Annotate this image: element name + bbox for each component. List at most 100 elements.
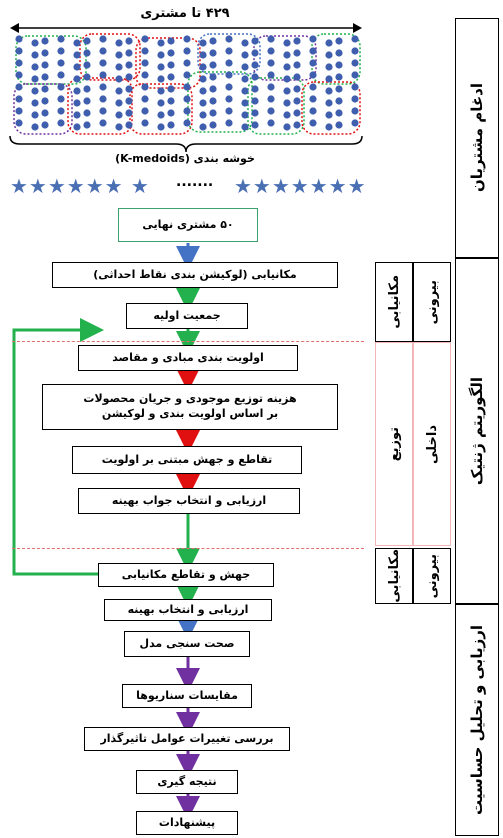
customer-dot <box>293 73 301 81</box>
customer-dot <box>309 83 317 91</box>
factor-changes-box: بررسی تغییرات عوامل تاثیرگذار <box>84 727 290 751</box>
customer-dot <box>183 35 191 43</box>
customer-dot <box>241 63 249 71</box>
customer-dot <box>41 85 49 93</box>
customer-clusters <box>12 32 362 138</box>
customer-dot <box>251 121 259 129</box>
customer-dot <box>57 59 65 67</box>
customer-dot <box>199 99 207 107</box>
customer-dot <box>267 35 275 43</box>
customer-dot <box>183 71 191 79</box>
customer-dot <box>167 73 175 81</box>
customer-dot <box>335 61 343 69</box>
customer-dot <box>157 51 165 59</box>
customer-dot <box>141 119 149 127</box>
cost-line1: هزینه توزیع موجودی و جریان محصولات <box>83 392 297 406</box>
customer-dot <box>141 59 149 67</box>
customer-dot <box>83 61 91 69</box>
customer-dot <box>209 37 217 45</box>
customer-dot <box>99 71 107 79</box>
customer-dot <box>267 107 275 115</box>
customer-dot <box>225 59 233 67</box>
location-box: مکانیابی (لوکیشن بندی نقاط احداثی) <box>52 262 338 288</box>
customer-dot <box>183 95 191 103</box>
customer-dot <box>31 123 39 131</box>
customer-dot <box>167 97 175 105</box>
customer-dot <box>183 107 191 115</box>
customer-dot <box>31 63 39 71</box>
customer-dot <box>73 123 81 131</box>
customer-dot <box>157 39 165 47</box>
customer-dot <box>41 49 49 57</box>
customer-dot <box>241 123 249 131</box>
customer-dot <box>57 107 65 115</box>
scenarios-box: مقایسات سناریوها <box>122 684 252 708</box>
customer-dot <box>15 95 23 103</box>
customer-dot <box>157 99 165 107</box>
customer-dot <box>31 75 39 83</box>
cluster-outline <box>67 77 133 135</box>
customer-dot <box>167 109 175 117</box>
customer-dot <box>141 107 149 115</box>
customer-dot <box>309 47 317 55</box>
customer-dot <box>115 39 123 47</box>
customer-dot <box>183 83 191 91</box>
customer-dot <box>31 39 39 47</box>
customer-dot <box>41 109 49 117</box>
customer-dot <box>241 111 249 119</box>
customer-dot <box>225 119 233 127</box>
customer-dot <box>351 95 359 103</box>
customer-dot <box>351 71 359 79</box>
customer-dot <box>283 87 291 95</box>
customer-dot <box>325 39 333 47</box>
customer-dot <box>73 99 81 107</box>
customer-dot <box>15 119 23 127</box>
customer-dot <box>199 111 207 119</box>
customer-dot <box>309 119 317 127</box>
customer-dot <box>283 111 291 119</box>
customer-dot <box>251 85 259 93</box>
mutation-location-box: جهش و تقاطع مکانیابی <box>98 563 274 587</box>
medoid-stars-right: ★★★★★★★ <box>234 174 367 198</box>
customer-dot <box>241 39 249 47</box>
evaluate-optimal-box: ارزیابی و انتخاب بهینه <box>104 599 272 621</box>
customer-dot <box>57 95 65 103</box>
locating-label-2: مکانیابی <box>375 548 413 604</box>
customer-dot <box>83 73 91 81</box>
customer-dot <box>115 75 123 83</box>
sensitivity-analysis-label: ارزیابی و تحلیل حساسیت <box>455 604 499 836</box>
cost-box: هزینه توزیع موجودی و جریان محصولات بر اس… <box>42 384 338 430</box>
customer-dot <box>225 95 233 103</box>
customer-dot <box>293 121 301 129</box>
customer-dot <box>283 75 291 83</box>
customer-dot <box>267 95 275 103</box>
customer-dot <box>31 111 39 119</box>
customer-dot <box>241 51 249 59</box>
customer-dot <box>309 59 317 67</box>
customer-dot <box>125 49 133 57</box>
initial-population-box: جمعیت اولیه <box>126 303 248 329</box>
customer-dot <box>351 47 359 55</box>
customer-dot <box>73 111 81 119</box>
customer-dot <box>99 119 107 127</box>
customer-dot <box>157 63 165 71</box>
genetic-algorithm-label: الگوریتم ژنتیک <box>455 258 499 604</box>
customer-dot <box>157 75 165 83</box>
customer-dot <box>157 123 165 131</box>
customer-dot <box>267 83 275 91</box>
customer-dot <box>325 99 333 107</box>
cluster-outline <box>247 77 305 135</box>
customer-dot <box>141 71 149 79</box>
customer-dot <box>225 35 233 43</box>
customer-dot <box>15 83 23 91</box>
customer-dot <box>125 97 133 105</box>
customer-dot <box>209 49 217 57</box>
customer-dot <box>225 47 233 55</box>
customer-dot <box>99 107 107 115</box>
customer-dot <box>335 109 343 117</box>
customer-dot <box>351 107 359 115</box>
customer-dot <box>293 85 301 93</box>
customer-dot <box>335 37 343 45</box>
cost-line2: بر اساس اولویت بندی و لوکیشن <box>101 407 279 420</box>
customer-dot <box>199 123 207 131</box>
